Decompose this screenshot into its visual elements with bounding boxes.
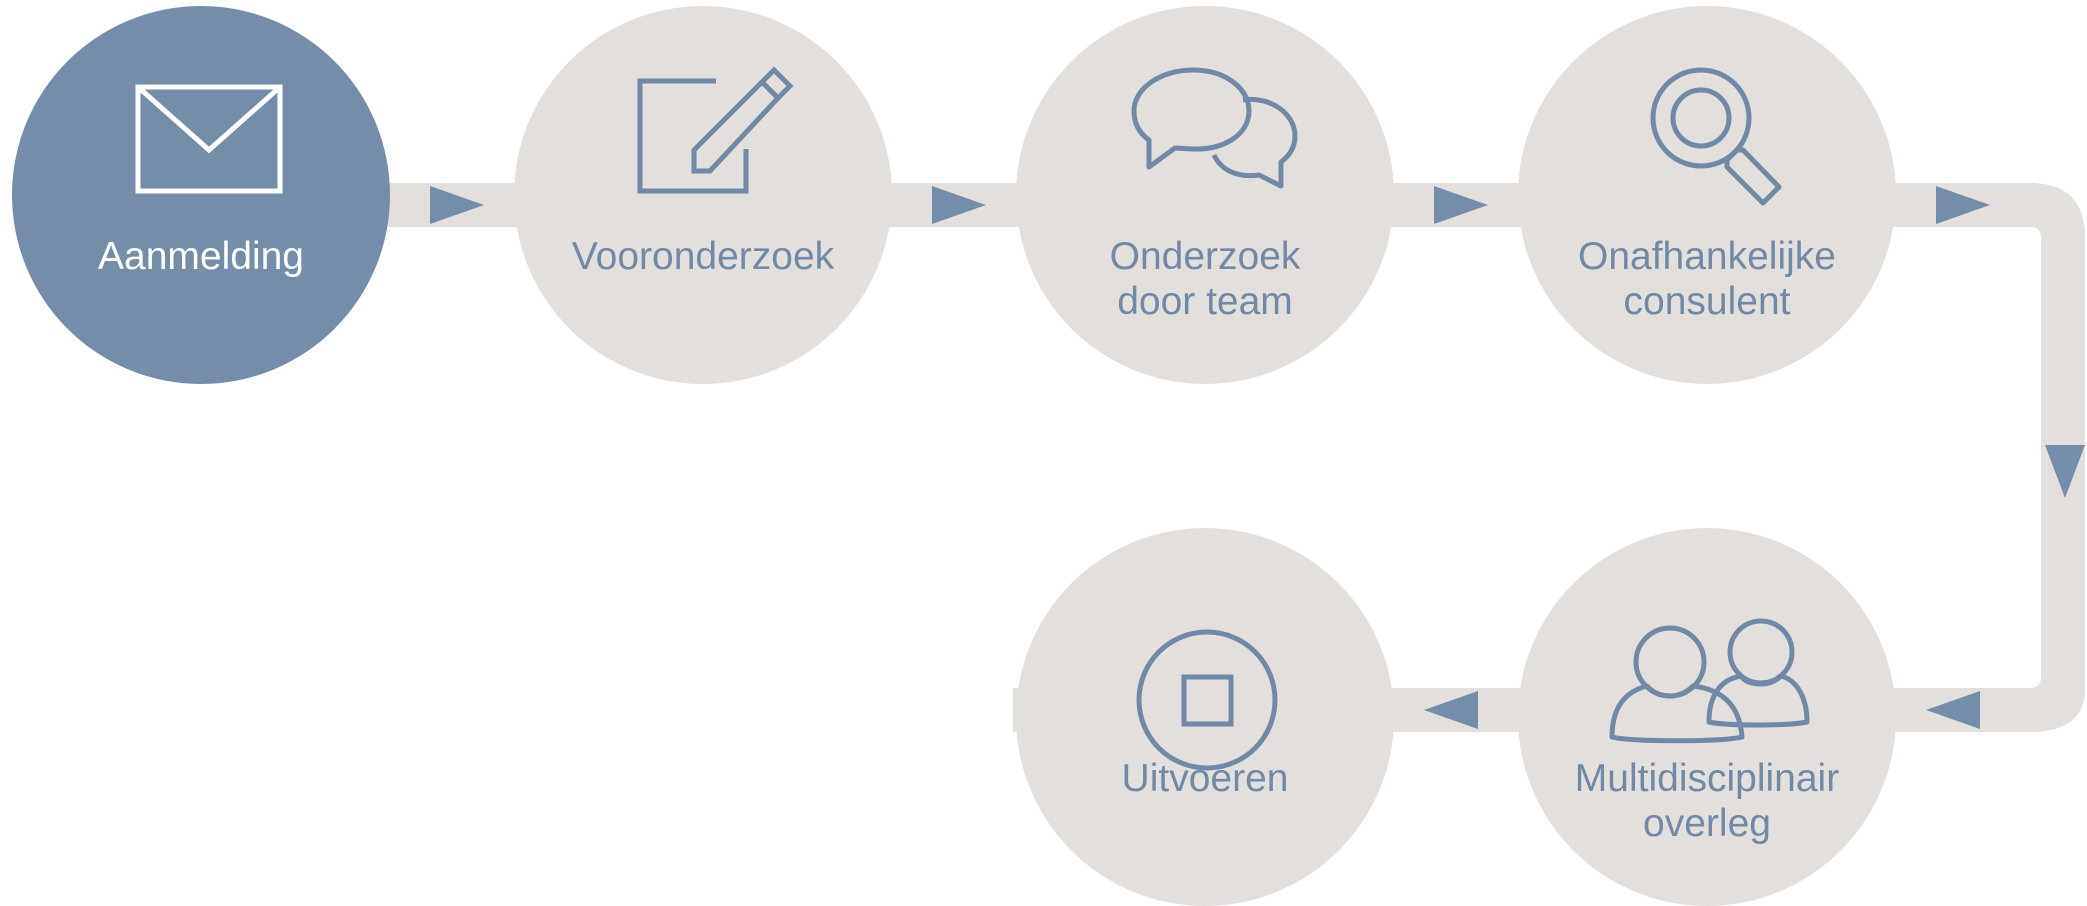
step-label: Vooronderzoek bbox=[571, 235, 835, 278]
arrow-right-icon bbox=[932, 186, 986, 224]
step-vooronderzoek[interactable]: Vooronderzoek bbox=[514, 6, 892, 384]
envelope-icon bbox=[121, 48, 283, 208]
step-label: Onafhankelijke consulent bbox=[1578, 235, 1836, 323]
step-label: Multidisciplinair overleg bbox=[1574, 757, 1840, 845]
arrow-down-icon bbox=[2045, 445, 2085, 498]
step-label: Aanmelding bbox=[98, 235, 304, 278]
step-multidisciplinair-overleg[interactable]: Multidisciplinair overleg bbox=[1518, 528, 1896, 906]
users-icon bbox=[1609, 570, 1810, 744]
step-label: Onderzoek door team bbox=[1109, 235, 1301, 323]
arrow-right-icon bbox=[1434, 186, 1488, 224]
arrow-left-icon bbox=[1926, 691, 1980, 729]
arrow-right-icon bbox=[1936, 186, 1990, 224]
step-onderzoek-door-team[interactable]: Onderzoek door team bbox=[1016, 6, 1394, 384]
edit-pencil-icon bbox=[623, 48, 794, 208]
magnifier-icon bbox=[1627, 48, 1787, 208]
step-onafhankelijke-consulent[interactable]: Onafhankelijke consulent bbox=[1518, 6, 1896, 384]
stop-icon bbox=[1125, 570, 1285, 771]
arrow-right-icon bbox=[430, 186, 484, 224]
arrow-left-icon bbox=[1424, 691, 1478, 729]
chat-bubbles-icon bbox=[1125, 48, 1298, 208]
step-aanmelding[interactable]: Aanmelding bbox=[12, 6, 390, 384]
step-uitvoeren[interactable]: Uitvoeren bbox=[1016, 528, 1394, 906]
step-label: Uitvoeren bbox=[1121, 757, 1289, 800]
